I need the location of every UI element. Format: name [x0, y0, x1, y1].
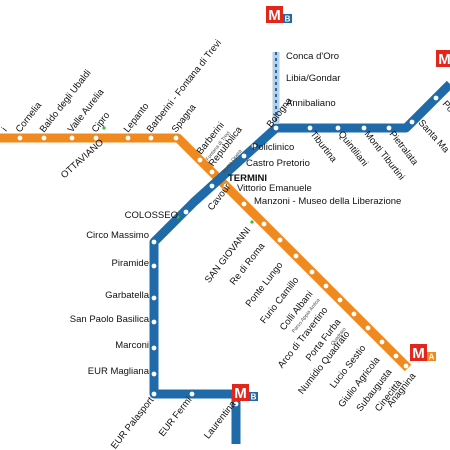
station-dot [125, 135, 131, 141]
line-b-path [149, 80, 450, 444]
station-dot [183, 209, 189, 215]
station-label-castro-pretorio[interactable]: Castro Pretorio [246, 158, 310, 169]
station-label-ottaviano[interactable]: OTTAVIANO [59, 137, 106, 181]
station-label-conca-d-oro[interactable]: Conca d'Oro [286, 51, 339, 62]
station-dot [151, 295, 157, 301]
svg-text:M: M [438, 51, 450, 68]
station-label-piramide[interactable]: Piramide [112, 258, 150, 269]
station-label-baldo-degli-ubaldi[interactable]: Baldo degli Ubaldi [38, 68, 94, 135]
svg-text:M: M [234, 385, 247, 402]
svg-text:B: B [251, 393, 257, 402]
station-dot [433, 95, 439, 101]
station-dot [323, 283, 329, 289]
station-label-eur-palasport[interactable]: EUR Palasport [109, 395, 157, 450]
station-dot [17, 135, 23, 141]
station-dot [209, 169, 215, 175]
station-label-santa-ma[interactable]: Santa Ma [416, 118, 450, 156]
station-dot [351, 311, 357, 317]
station-dot [403, 363, 409, 369]
station-dot [393, 353, 399, 359]
station-dot [233, 401, 239, 407]
station-label-termini[interactable]: TERMINI [228, 173, 267, 184]
station-label-san-paolo-basilica[interactable]: San Paolo Basilica [70, 314, 150, 325]
station-dot [273, 125, 279, 131]
station-label-garbatella[interactable]: Garbatella [105, 290, 150, 301]
logo-b-top-right-logo: M [436, 50, 450, 68]
interchange-marker [250, 220, 254, 224]
svg-text:M: M [412, 345, 425, 362]
station-dot [151, 319, 157, 325]
station-dot [409, 119, 415, 125]
station-label-san-giovanni[interactable]: SAN GIOVANNI [203, 225, 253, 285]
station-dot [223, 183, 229, 189]
station-dot [41, 135, 47, 141]
station-dot [361, 125, 367, 131]
station-dot [386, 125, 392, 131]
station-dot [151, 371, 157, 377]
station-dot [241, 153, 247, 159]
station-dot [151, 345, 157, 351]
station-dot [148, 135, 154, 141]
station-dot [151, 391, 157, 397]
station-dot [379, 339, 385, 345]
station-dot [261, 221, 267, 227]
station-label-circo-massimo[interactable]: Circo Massimo [86, 230, 149, 241]
station-ticks [17, 95, 439, 407]
station-dot [309, 269, 315, 275]
station-dot [173, 135, 179, 141]
station-dot [69, 135, 75, 141]
station-dot [93, 135, 99, 141]
svg-text:M: M [268, 7, 281, 24]
station-dot [151, 239, 157, 245]
interchange-marker [102, 126, 106, 130]
station-label-tiburtina[interactable]: Tiburtina [308, 129, 340, 165]
station-label-eur-magliana[interactable]: EUR Magliana [88, 366, 150, 377]
station-dot [337, 297, 343, 303]
station-label-colosseo[interactable]: COLOSSEO [125, 210, 178, 221]
station-label-annibaliano[interactable]: Annibaliano [286, 98, 336, 109]
station-dot [307, 125, 313, 131]
station-dot [277, 237, 283, 243]
station-label-cipro[interactable]: Cipro [90, 110, 113, 135]
station-dot [241, 201, 247, 207]
svg-text:A: A [429, 353, 435, 362]
interchange-marker [176, 215, 180, 219]
svg-text:B: B [285, 15, 291, 24]
station-dot [189, 391, 195, 397]
station-label-manzoni-museo-della-liberazione[interactable]: Manzoni - Museo della Liberazione [254, 196, 401, 207]
station-label-marconi[interactable]: Marconi [115, 340, 149, 351]
station-dot [335, 125, 341, 131]
station-dot [197, 157, 203, 163]
station-dot [293, 253, 299, 259]
station-label-libia-gondar[interactable]: Libia/Gondar [286, 73, 340, 84]
station-label-i[interactable]: i [0, 125, 10, 133]
station-dot [365, 325, 371, 331]
station-dot [209, 183, 215, 189]
station-label-policlinico[interactable]: Policlinico [252, 142, 294, 153]
station-label-por[interactable]: Por [440, 99, 450, 117]
station-label-vittorio-emanuele[interactable]: Vittorio Emanuele [237, 183, 312, 194]
station-dot [151, 263, 157, 269]
station-dot [251, 143, 257, 149]
station-label-eur-fermi[interactable]: EUR Fermi [157, 395, 195, 439]
